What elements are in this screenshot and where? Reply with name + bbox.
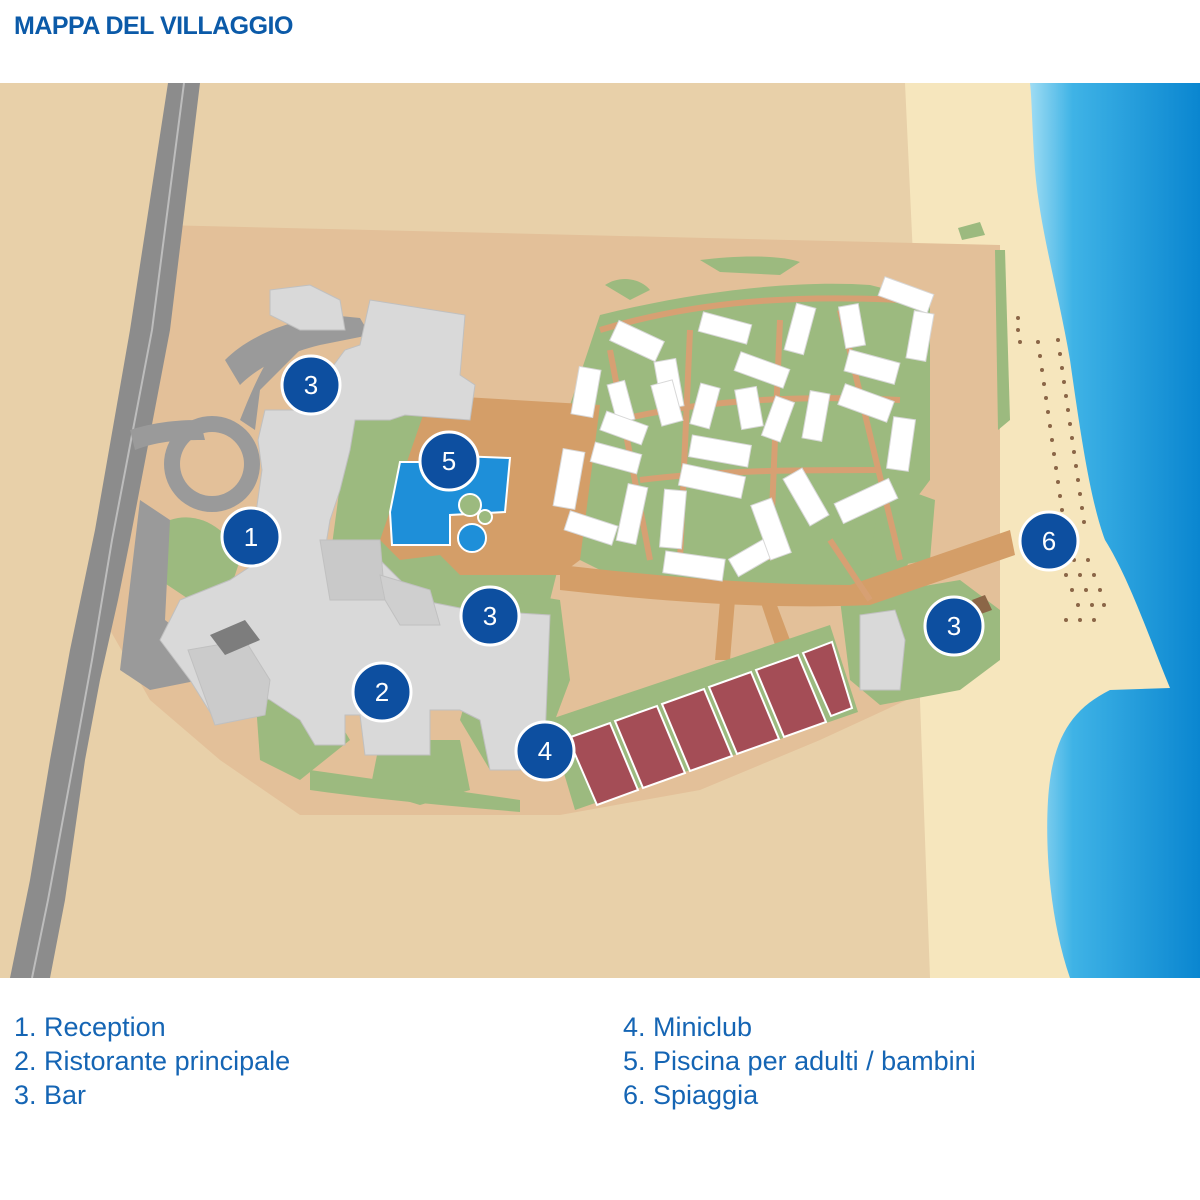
legend-column-right: 4. Miniclub 5. Piscina per adulti / bamb… [623,1010,976,1112]
marker-bar-north[interactable]: 3 [280,354,342,416]
marker-restaurant[interactable]: 2 [351,661,413,723]
marker-bar-central-number: 3 [483,601,497,631]
page-title: MAPPA DEL VILLAGGIO [14,12,293,40]
marker-bar-central[interactable]: 3 [459,585,521,647]
marker-beach-number: 6 [1042,526,1056,556]
road-centerline [31,83,185,978]
marker-reception-number: 1 [244,522,258,552]
marker-bar-beach[interactable]: 3 [923,595,985,657]
main-road [10,83,200,978]
marker-restaurant-number: 2 [375,677,389,707]
legend-item-miniclub: 4. Miniclub [623,1012,753,1042]
village-map[interactable]: 1 2 3 3 3 4 5 6 [0,83,1200,978]
hotel-buildings [159,284,906,771]
legend-item-beach: 6. Spiaggia [623,1080,759,1110]
marker-beach[interactable]: 6 [1018,510,1080,572]
hotel-shadow [210,620,260,655]
marker-pool-number: 5 [442,446,456,476]
marker-miniclub[interactable]: 4 [514,720,576,782]
marker-reception[interactable]: 1 [220,506,282,568]
marker-bar-north-number: 3 [304,370,318,400]
legend-item-pool: 5. Piscina per adulti / bambini [623,1046,976,1076]
marker-bar-beach-number: 3 [947,611,961,641]
miniclub-courts [548,625,858,810]
legend-item-restaurant: 2. Ristorante principale [14,1046,291,1076]
legend-column-left: 1. Reception 2. Ristorante principale 3.… [14,1010,290,1112]
roundabout [130,315,370,512]
legend-item-reception: 1. Reception [14,1012,166,1042]
legend-item-bar: 3. Bar [14,1080,87,1110]
marker-pool[interactable]: 5 [418,430,480,492]
marker-miniclub-number: 4 [538,736,552,766]
sea [1030,83,1200,978]
residence-blocks [552,276,935,582]
